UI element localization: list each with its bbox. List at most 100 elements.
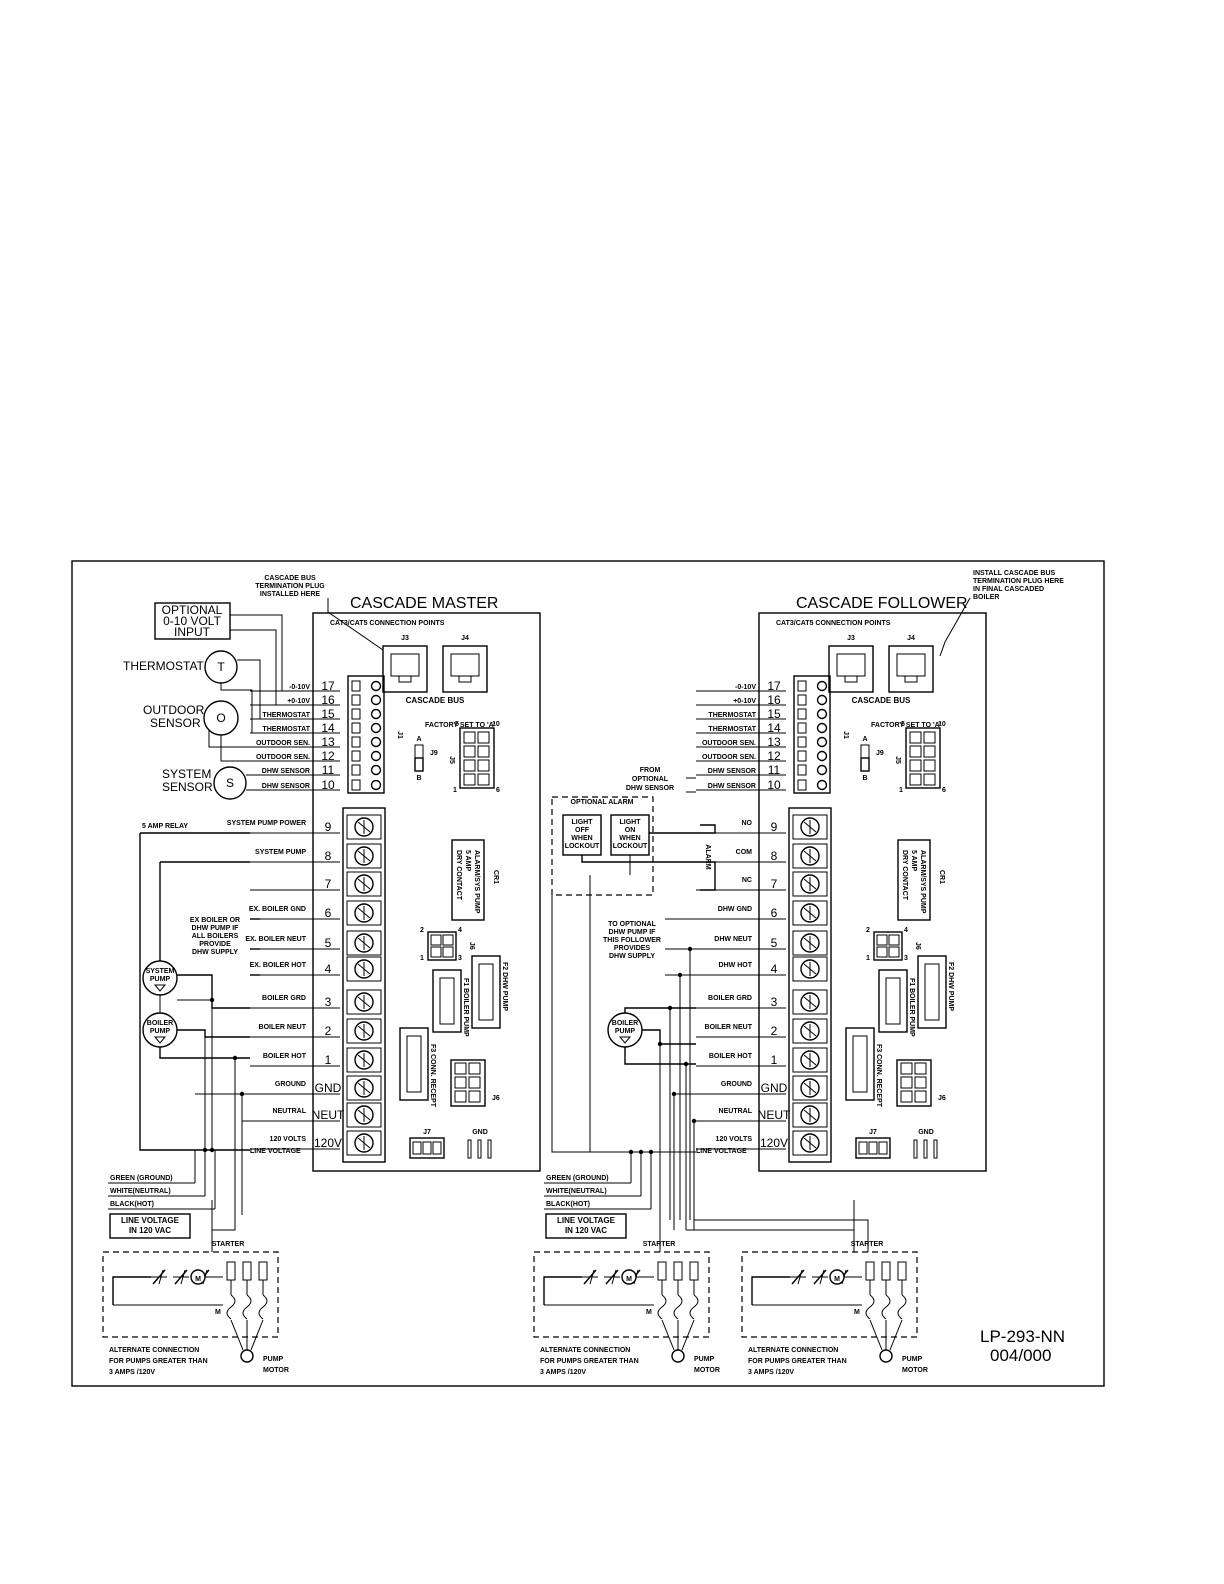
light-off-text: LIGHT <box>572 819 594 826</box>
fuse-f3-body <box>406 1035 422 1093</box>
optional-alarm-label: OPTIONAL ALARM <box>571 799 634 806</box>
fuse-f2-body <box>478 963 494 1021</box>
wire <box>686 1229 855 1252</box>
jumper-a: A <box>862 736 867 743</box>
starter-fuse <box>881 1261 891 1281</box>
j5-pin-label: 6 <box>942 787 946 794</box>
diagram-frame <box>71 560 1105 1387</box>
low-terminal-label: THERMOSTAT <box>262 712 310 719</box>
light-on-text: LOCKOUT <box>613 843 648 850</box>
system-pump-label: SYSTEM <box>146 968 175 975</box>
power-pin <box>454 1090 467 1103</box>
starter-fuse <box>865 1261 875 1281</box>
cat-label: CAT3/CAT5 CONNECTION POINTS <box>776 620 891 627</box>
wire <box>112 1276 151 1305</box>
light-off-text: WHEN <box>571 835 592 842</box>
cr1-label: CR1 <box>492 870 499 884</box>
system-pump-arrow <box>153 984 167 992</box>
high-terminal-label: SYSTEM PUMP POWER <box>227 820 306 827</box>
termination-note: IN FINAL CASCADED <box>973 586 1044 593</box>
j6-pin <box>430 934 442 946</box>
supply-wire-label: BLACK(HOT) <box>546 1201 590 1208</box>
wire <box>642 1029 696 1045</box>
j5-pin-label: 6 <box>496 787 500 794</box>
high-terminal-label: NEUTRAL <box>273 1108 307 1115</box>
terminal-strip <box>788 807 832 1163</box>
boiler-pump-label: BOILER <box>612 1020 638 1027</box>
optional-input-text: OPTIONAL <box>162 603 223 617</box>
j5-pin <box>463 759 476 772</box>
system-pump-label: PUMP <box>150 976 171 983</box>
fuse-f3-label: F3 CONN. RECEPT <box>875 1044 882 1108</box>
wire <box>939 597 971 657</box>
j6-pin-label: 4 <box>904 927 908 934</box>
starter-contact <box>258 1294 268 1320</box>
wire <box>211 1150 236 1252</box>
high-terminal-label: BOILER GRD <box>262 995 306 1002</box>
j5-pin <box>477 759 490 772</box>
j1-terminal <box>370 680 382 692</box>
starter-enclosure <box>741 1251 918 1338</box>
starter-m-label: M <box>854 1309 860 1316</box>
low-terminal-number: 14 <box>321 721 335 735</box>
j1-terminal <box>816 708 828 720</box>
high-terminal-number: 7 <box>325 877 332 891</box>
j5-pin <box>909 731 922 744</box>
j1-pin <box>797 680 807 692</box>
terminal-strip <box>342 807 386 1163</box>
motor-coil-label: M <box>195 1276 201 1283</box>
high-terminal-number: 120V <box>760 1136 788 1150</box>
junction-dot <box>648 1149 654 1155</box>
high-terminal-number: NEUT <box>758 1108 791 1122</box>
dhw-pump-note: PROVIDES <box>614 945 651 952</box>
termination-note: INSTALL CASCADE BUS <box>973 570 1056 577</box>
wire <box>751 1276 790 1305</box>
starter-contact <box>897 1294 907 1320</box>
j5-pin <box>477 773 490 786</box>
j7-pin <box>858 1141 868 1155</box>
pump-motor-icon <box>879 1349 893 1363</box>
high-terminal-number: 6 <box>325 906 332 920</box>
high-terminal-label: 120 VOLTS <box>716 1136 753 1143</box>
terminal-cell <box>346 1075 382 1101</box>
alarm-label: ALARM <box>704 844 711 869</box>
j5-pin-label: 5 <box>901 721 905 728</box>
supply-wire-label: GREEN (GROUND) <box>110 1175 173 1182</box>
j9-shunt <box>860 757 870 772</box>
j1-terminal <box>370 708 382 720</box>
j6-pin-label: 3 <box>458 955 462 962</box>
j6-pin-label: 2 <box>866 927 870 934</box>
fuse-f2 <box>917 955 947 1029</box>
j1-terminal <box>370 694 382 706</box>
low-terminal-number: 10 <box>321 778 335 792</box>
low-terminal-number: 13 <box>767 735 781 749</box>
termination-note: TERMINATION PLUG HERE <box>973 578 1064 585</box>
j4-label: J4 <box>907 635 915 642</box>
dhw-pump-note: DHW PUMP IF <box>609 929 657 936</box>
terminal-cell <box>346 1047 382 1073</box>
starter-contact <box>657 1294 667 1320</box>
line-voltage-label: LINE VOLTAGE <box>696 1148 747 1155</box>
wire <box>230 629 277 705</box>
low-terminal-label: +0-10V <box>733 698 756 705</box>
dhw-pump-note: TO OPTIONAL <box>608 921 656 928</box>
wire <box>889 1319 903 1351</box>
low-terminal-label: -0-10V <box>735 684 756 691</box>
wire <box>694 1219 869 1252</box>
fuse-f1 <box>878 969 908 1033</box>
starter-contact <box>242 1294 252 1320</box>
high-terminal-label: EX. BOILER HOT <box>250 962 307 969</box>
j5-pin <box>923 745 936 758</box>
cascade-bus-label: CASCADE BUS <box>406 696 465 705</box>
fuse-f1-body <box>439 977 455 1025</box>
light-off-text: OFF <box>575 827 590 834</box>
terminal-cell <box>346 930 382 956</box>
power-pin <box>914 1076 927 1089</box>
starter-fuse <box>689 1261 699 1281</box>
fuse-f3-label: F3 CONN. RECEPT <box>429 1044 436 1108</box>
cr1-text: ALARM/SYS PUMP <box>473 850 480 914</box>
starter-fuse <box>258 1261 268 1281</box>
high-terminal-number: GND <box>315 1081 342 1095</box>
